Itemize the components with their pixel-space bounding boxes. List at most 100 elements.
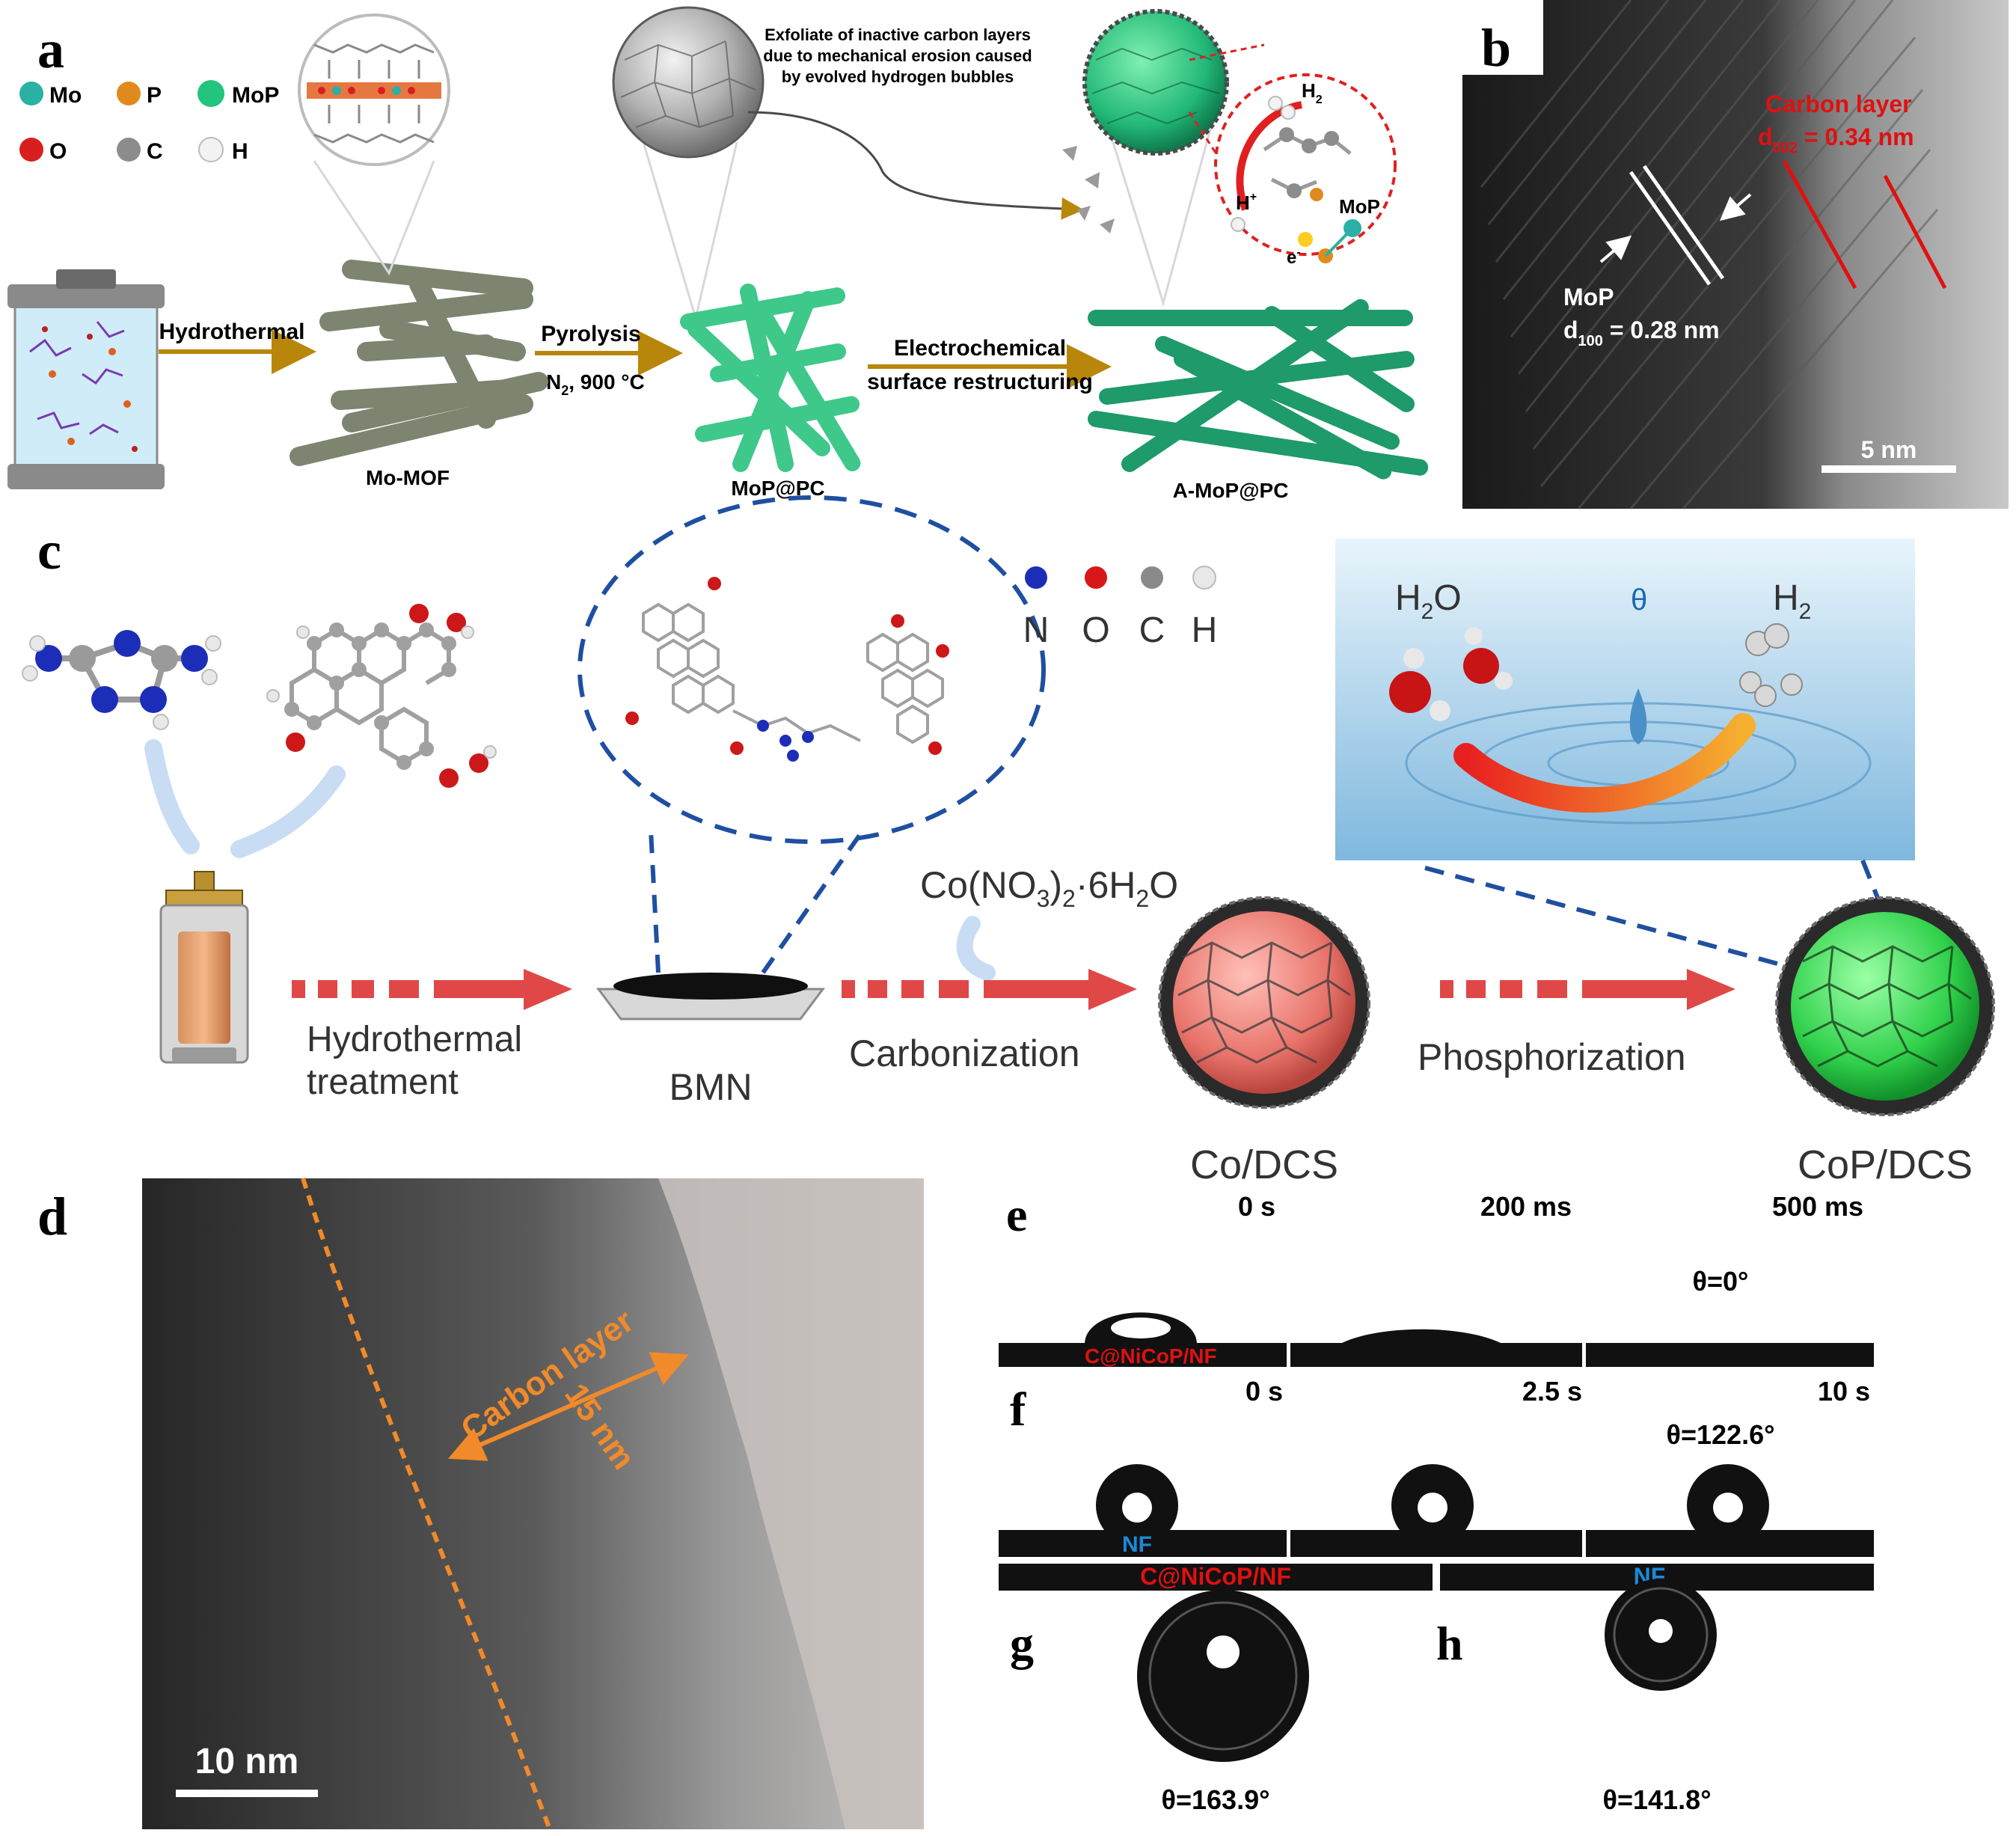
mo-mof-structure-inset xyxy=(298,13,450,166)
legend-o-label: O xyxy=(1082,611,1109,650)
legend-p-label: P xyxy=(147,83,162,108)
exfoliate-note-line3: by evolved hydrogen bubbles xyxy=(782,67,1014,86)
panel-b-letter-box xyxy=(1462,0,1543,75)
merge-arrow-right-icon xyxy=(230,765,346,858)
panel-b-letter: b xyxy=(1481,18,1511,78)
f-droplet-0-highlight xyxy=(1122,1493,1152,1523)
e-time-0: 0 s xyxy=(1238,1191,1275,1222)
legend-c-label: C xyxy=(147,139,163,164)
legend-h-atom-icon xyxy=(1192,566,1216,590)
panel-f-letter: f xyxy=(1010,1383,1026,1436)
panel-h: NF h θ=141.8° xyxy=(1436,1563,1874,1815)
carbon-layer-marker-1 xyxy=(1782,159,1857,290)
panel-g: C@NiCoP/NF g θ=163.9° xyxy=(999,1563,1433,1815)
legend-mo-label: Mo xyxy=(49,83,82,108)
b-mop-spacing: d100 = 0.28 nm xyxy=(1563,316,1720,349)
inset-h2-label: H2 xyxy=(1302,79,1323,106)
contact-angle-symbol: θ xyxy=(1631,584,1647,616)
arrow-carbonization xyxy=(842,969,1137,1010)
h-droplet-highlight xyxy=(1649,1619,1673,1643)
step-pyrolysis-label: Pyrolysis xyxy=(541,322,640,346)
mo-mof-rods xyxy=(289,260,548,466)
product-cop-dcs-label: CoP/DCS xyxy=(1798,1142,1973,1187)
lattice-fringes-b xyxy=(1480,0,1939,510)
panel-a-letter: a xyxy=(37,19,64,79)
hydrogen-molecules-icon xyxy=(1739,623,1803,707)
a-mop-pc-sphere xyxy=(1082,9,1229,156)
product-co-dcs-label: Co/DCS xyxy=(1190,1142,1338,1187)
co-dcs-sphere-icon xyxy=(1158,896,1370,1109)
e-substrate-2 xyxy=(1586,1343,1874,1367)
panel-g-letter: g xyxy=(1010,1617,1034,1670)
product-a-mop-pc-label: A-MoP@PC xyxy=(1173,479,1289,502)
f-time-0: 0 s xyxy=(1246,1376,1283,1407)
diaminotriazole-molecule xyxy=(22,630,221,730)
carbon-layer-marker-2 xyxy=(1883,174,1947,290)
bmn-zoom-ellipse xyxy=(577,495,1046,844)
h-contact-angle: θ=141.8° xyxy=(1603,1784,1712,1815)
her-mechanism-inset: H2 H+ MoP e- xyxy=(1214,73,1397,268)
exfoliate-note-line1: Exfoliate of inactive carbon layers xyxy=(765,25,1031,44)
step-carbonization-label: Carbonization xyxy=(849,1032,1080,1074)
bmn-zoom-line-right xyxy=(761,833,863,974)
arrow-hydrothermal-treatment xyxy=(292,969,572,1010)
exfoliated-flakes xyxy=(1062,146,1115,233)
inset-mop-label: MoP xyxy=(1339,195,1380,218)
autoclave-icon xyxy=(159,871,249,1064)
mop-fringe-marker-1 xyxy=(1629,171,1712,286)
f-time-1: 2.5 s xyxy=(1522,1376,1582,1407)
b-carbon-label: Carbon layer xyxy=(1765,91,1912,117)
step-hydrothermal-label: Hydrothermal xyxy=(159,319,304,344)
water-molecules-icon xyxy=(1389,627,1513,721)
inset-electron-label: e- xyxy=(1287,246,1301,268)
f-sample-label: NF xyxy=(1122,1532,1152,1557)
panel-c: c xyxy=(22,495,1995,1187)
legend-p-atom-icon xyxy=(117,82,141,105)
legend-o-atom-icon xyxy=(19,138,43,162)
panel-a-legend: Mo P MoP O C H xyxy=(19,80,279,164)
step-hydrothermal-treatment-line1: Hydrothermal xyxy=(307,1020,522,1059)
step-electrochemical-label-line2: surface restructuring xyxy=(867,370,1093,394)
g-sample-label: C@NiCoP/NF xyxy=(1140,1563,1291,1590)
e-droplet-0-highlight xyxy=(1111,1318,1171,1338)
mop-pc-carbon-shell-sphere xyxy=(612,6,765,159)
panel-a: a Mo P MoP O C H xyxy=(7,6,1430,502)
panel-h-letter: h xyxy=(1436,1617,1463,1670)
legend-h-atom-icon xyxy=(198,137,224,162)
panel-d: d Carbon layer 15 nm 10 nm xyxy=(37,1178,924,1831)
zoom-cone-green xyxy=(1106,123,1213,307)
e-substrate-1 xyxy=(1290,1343,1582,1367)
bmn-label: BMN xyxy=(669,1066,752,1108)
h2-label: H2 xyxy=(1773,578,1811,624)
legend-n-atom-icon xyxy=(1025,566,1047,589)
g-droplet xyxy=(1137,1590,1309,1762)
legend-c-atom-icon xyxy=(117,138,141,162)
mop-arrow-right xyxy=(1719,193,1752,221)
bmn-zoom-line-left xyxy=(649,830,661,973)
zoom-cone-grey xyxy=(642,141,738,322)
panel-c-letter: c xyxy=(37,521,61,581)
b-carbon-spacing: d002 = 0.34 nm xyxy=(1758,123,1914,156)
step-phosphorization-label: Phosphorization xyxy=(1418,1036,1686,1078)
mop-pc-rods xyxy=(680,284,861,472)
step-pyrolysis-condition: N2, 900 °C xyxy=(546,370,645,398)
conversion-arc-arrow-icon xyxy=(1453,713,1756,813)
legend-h-label: H xyxy=(232,139,248,164)
legend-n-label: N xyxy=(1023,611,1050,650)
h-droplet-ring xyxy=(1613,1587,1709,1683)
water-drop-icon xyxy=(1629,688,1647,744)
h2o-label: H2O xyxy=(1395,578,1462,624)
g-droplet-ring xyxy=(1148,1601,1298,1751)
legend-c-label: C xyxy=(1139,611,1165,650)
step-electrochemical-label-line1: Electrochemical xyxy=(894,336,1066,361)
carboxylic-aromatic-molecule xyxy=(266,604,497,788)
thickness-arrow-left xyxy=(447,1404,570,1461)
panel-b: b MoP d100 = 0.28 nm Carbon layer d002 =… xyxy=(1462,0,2009,510)
f-droplet-2-highlight xyxy=(1713,1493,1743,1523)
inset-hplus-label: H+ xyxy=(1236,191,1257,214)
zoom-cone-mof xyxy=(313,160,435,276)
legend-o-label: O xyxy=(49,139,67,164)
mop-arrow-left xyxy=(1599,235,1632,263)
thickness-arrow-right xyxy=(567,1352,690,1409)
reagent-arrow-icon xyxy=(956,916,996,981)
